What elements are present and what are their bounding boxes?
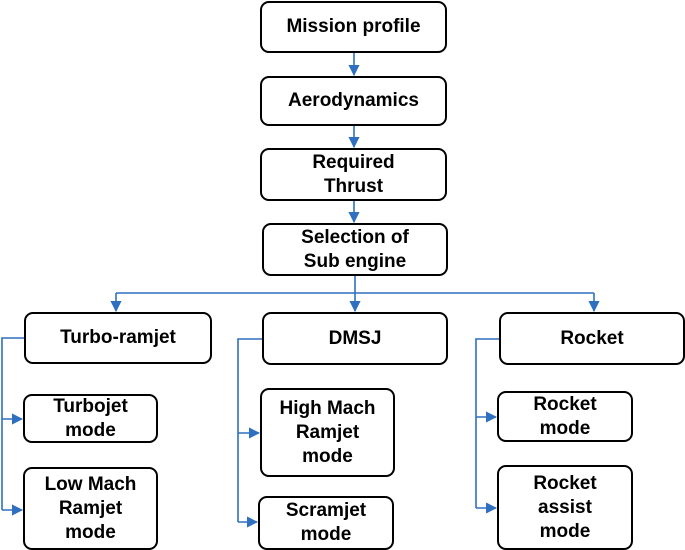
node-turbojet-mode: Turbojet mode bbox=[23, 394, 158, 443]
node-mission-profile: Mission profile bbox=[260, 1, 447, 53]
node-rocket-assist-mode: Rocket assist mode bbox=[497, 465, 633, 550]
node-rocket: Rocket bbox=[499, 312, 685, 365]
node-scramjet-mode: Scramjet mode bbox=[258, 496, 394, 550]
connector-dmsj-spine bbox=[237, 338, 262, 522]
node-selection-sub-engine: Selection of Sub engine bbox=[262, 223, 448, 276]
node-low-mach-ramjet-mode: Low Mach Ramjet mode bbox=[23, 467, 158, 550]
node-turbo-ramjet: Turbo-ramjet bbox=[24, 312, 212, 364]
connector-rocket-spine bbox=[475, 338, 499, 508]
connector-turbo-spine bbox=[1, 337, 24, 510]
node-rocket-mode: Rocket mode bbox=[497, 391, 633, 442]
node-aerodynamics: Aerodynamics bbox=[260, 76, 447, 126]
node-required-thrust: Required Thrust bbox=[260, 148, 447, 201]
node-high-mach-ramjet-mode: High Mach Ramjet mode bbox=[260, 388, 395, 477]
node-dmsj: DMSJ bbox=[262, 312, 448, 365]
